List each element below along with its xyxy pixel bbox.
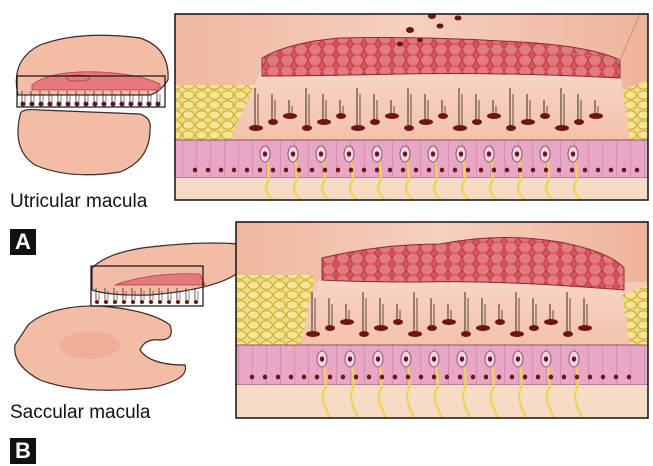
utricular-caption: Utricular macula — [10, 192, 147, 211]
saccular-caption: Saccular macula — [10, 403, 150, 422]
panel-letter-a: A — [10, 229, 36, 255]
saccule-detail — [236, 222, 648, 418]
utricle-detail — [175, 13, 648, 200]
panel-letter-b: B — [10, 438, 36, 464]
saccule-overview — [15, 243, 252, 390]
utricle-overview — [16, 35, 168, 175]
